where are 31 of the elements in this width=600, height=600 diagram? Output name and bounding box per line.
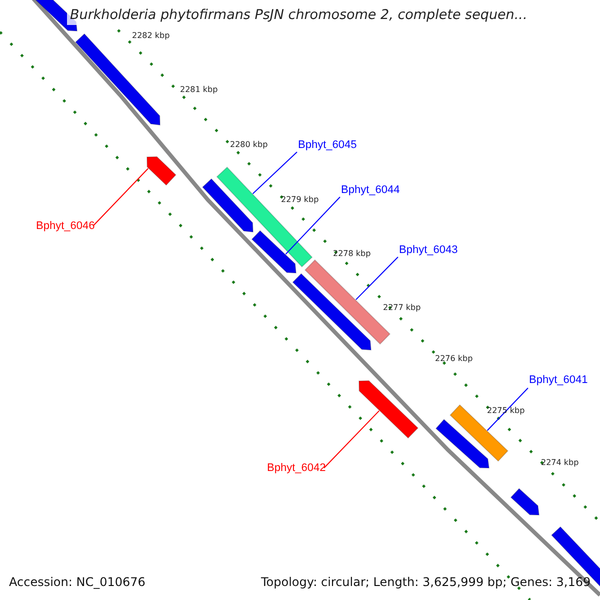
genome-summary-text: Topology: circular; Length: 3,625,999 bp; Genes: 3,169 (261, 576, 591, 588)
leader-line (92, 168, 149, 226)
feature-bar (450, 404, 508, 462)
gene-label: Bphyt_6046 (36, 221, 95, 232)
gene-block (358, 380, 419, 439)
scale-label: 2278 kbp (333, 250, 371, 258)
gene-block (251, 230, 297, 274)
gene-block (435, 418, 490, 469)
gene-block (146, 156, 176, 186)
gene-label: Bphyt_6043 (399, 245, 458, 256)
scale-label: 2281 kbp (180, 86, 218, 94)
scale-label: 2280 kbp (230, 141, 268, 149)
scale-label: 2274 kbp (541, 459, 579, 467)
scale-label: 2282 kbp (132, 32, 170, 40)
gene-block (202, 178, 254, 233)
gene-label: Bphyt_6045 (298, 140, 357, 151)
leader-line (486, 388, 528, 431)
leader-line (324, 410, 380, 468)
scale-label: 2276 kbp (435, 355, 473, 363)
leader-line (355, 256, 398, 300)
gene-label: Bphyt_6042 (267, 463, 326, 474)
gene-label: Bphyt_6044 (341, 185, 400, 196)
scale-label: 2277 kbp (383, 304, 421, 312)
gene-block (292, 273, 372, 351)
accession-text: Accession: NC_010676 (9, 576, 146, 588)
leader-line (285, 196, 340, 255)
scale-label: 2275 kbp (487, 407, 525, 415)
scale-label: 2279 kbp (281, 196, 319, 204)
leader-line (252, 152, 298, 194)
gene-label: Bphyt_6041 (529, 375, 588, 386)
gene-block (510, 488, 540, 516)
